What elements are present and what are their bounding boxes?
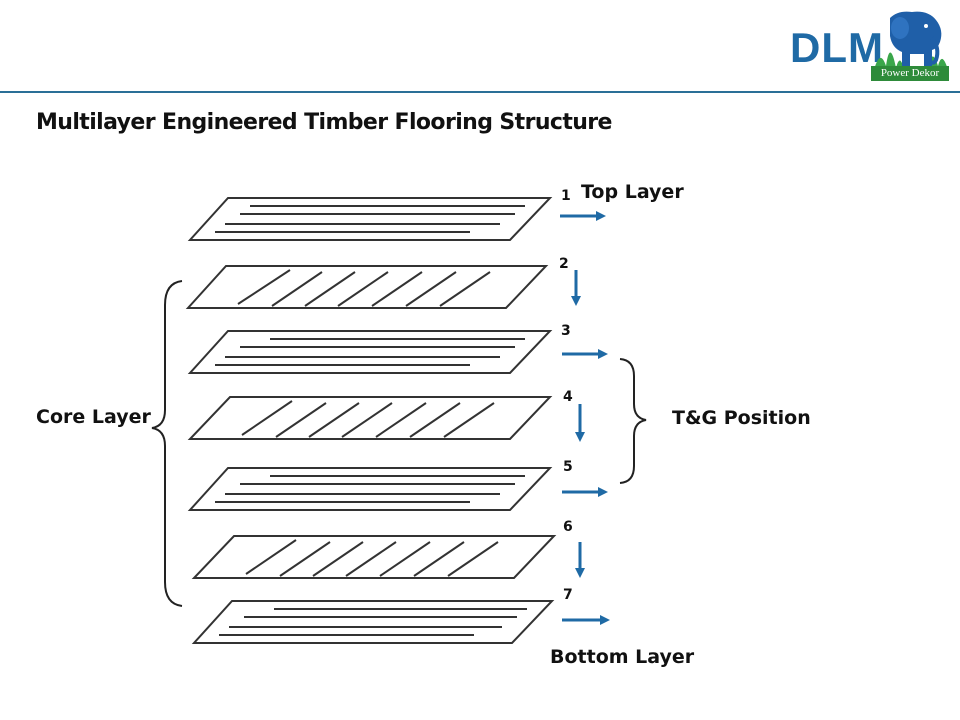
layer-4-sheet xyxy=(187,396,553,440)
layer-6-sheet xyxy=(191,535,557,579)
top-layer-label: Top Layer xyxy=(581,181,684,203)
arrow-4-icon xyxy=(575,404,585,442)
bottom-layer-label: Bottom Layer xyxy=(550,646,695,668)
layer-7-sheet xyxy=(191,600,555,644)
logo-tagline: Power Dekor xyxy=(871,66,949,81)
layer-number-2: 2 xyxy=(559,256,569,272)
core-layer-label: Core Layer xyxy=(36,406,151,428)
layer-2-sheet xyxy=(185,265,549,309)
tg-position-label: T&G Position xyxy=(672,407,811,429)
layer-number-1: 1 xyxy=(561,188,571,204)
layer-number-6: 6 xyxy=(563,519,573,535)
arrow-6-icon xyxy=(575,542,585,578)
layer-number-7: 7 xyxy=(563,587,573,603)
arrow-7-icon xyxy=(562,615,610,625)
core-layer-brace xyxy=(151,280,183,607)
page-title: Multilayer Engineered Timber Flooring St… xyxy=(36,110,612,135)
layer-number-4: 4 xyxy=(563,389,573,405)
logo-wordmark: DLM xyxy=(790,24,884,71)
layer-number-5: 5 xyxy=(563,459,573,475)
arrow-1-icon xyxy=(560,211,606,221)
layer-3-sheet xyxy=(187,330,553,374)
arrow-3-icon xyxy=(562,349,608,359)
arrow-5-icon xyxy=(562,487,608,497)
layer-5-sheet xyxy=(187,467,553,511)
layer-1-sheet xyxy=(187,197,553,241)
tg-position-brace xyxy=(619,358,647,484)
layer-number-3: 3 xyxy=(561,323,571,339)
arrow-2-icon xyxy=(571,270,581,306)
header-divider xyxy=(0,91,960,93)
